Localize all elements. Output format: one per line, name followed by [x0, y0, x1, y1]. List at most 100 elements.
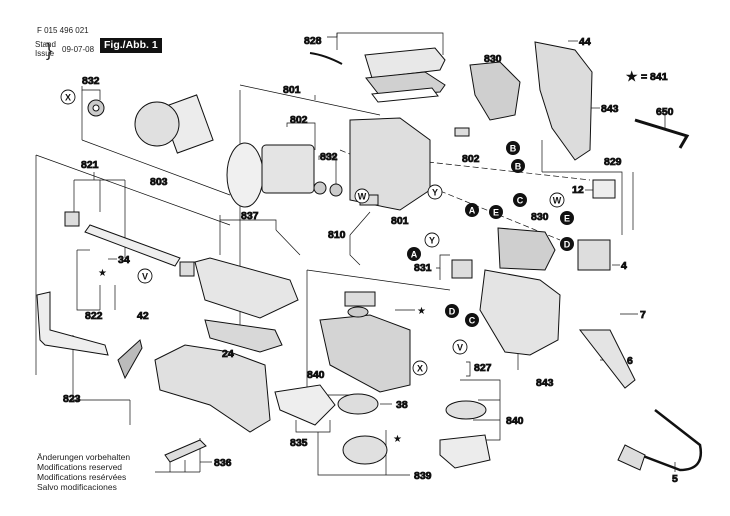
connector-b-upper: B: [506, 141, 520, 155]
callout-832: 832: [82, 75, 100, 87]
callout-42: 42: [137, 310, 149, 322]
svg-text:A: A: [411, 250, 418, 260]
connector-d-lower: D: [445, 304, 459, 318]
note-en: Modifications reserved: [37, 462, 123, 472]
svg-text:Y: Y: [429, 236, 435, 246]
guide-rod-part: [84, 224, 181, 267]
svg-text:C: C: [517, 196, 524, 206]
suppressor-part: [451, 259, 473, 279]
star-marker: ★: [417, 306, 426, 317]
callout-5: 5: [672, 473, 678, 485]
callout-829: 829: [604, 156, 622, 168]
lever-part: [117, 339, 143, 380]
connector-a-lower: A: [407, 247, 421, 261]
legend-text: = 841: [641, 71, 668, 83]
svg-text:D: D: [449, 307, 456, 317]
callout-839: 839: [414, 470, 432, 482]
lock-lever-part: [164, 439, 207, 463]
connector-v-left: V: [137, 268, 153, 284]
modification-notes: Änderungen vorbehalten Modifications res…: [37, 452, 130, 492]
callout-801: 801: [283, 84, 301, 96]
svg-text:W: W: [553, 196, 562, 206]
svg-text:C: C: [469, 316, 476, 326]
svg-text:B: B: [510, 144, 517, 154]
callout-6: 6: [627, 355, 633, 367]
note-de: Änderungen vorbehalten: [37, 452, 131, 462]
open-connectors: X X W W Y Y V V: [60, 89, 565, 376]
field-coil-part: [261, 144, 315, 194]
stand-label: Stand: [35, 40, 56, 49]
svg-text:E: E: [564, 214, 570, 224]
brace-symbol: }: [46, 40, 53, 60]
issue-label: Issue: [35, 49, 55, 58]
connector-c-upper: C: [513, 193, 527, 207]
svg-text:X: X: [417, 364, 423, 374]
gear-wheel-part: [337, 393, 379, 415]
star-marker: ★: [98, 268, 107, 279]
callout-802: 802: [462, 153, 480, 165]
part-shapes: [36, 41, 703, 472]
callout-650: 650: [656, 106, 674, 118]
hex-key-part: [634, 118, 690, 149]
back-cover-part: [534, 41, 593, 161]
callout-4: 4: [621, 260, 627, 272]
callout-828: 828: [304, 35, 322, 47]
callout-12: 12: [572, 184, 584, 196]
callout-840: 840: [307, 369, 325, 381]
callout-831: 831: [414, 262, 432, 274]
grip-cover-top-part: [469, 61, 521, 121]
callout-802: 802: [290, 114, 308, 126]
callout-44: 44: [579, 36, 591, 48]
callout-830: 830: [531, 211, 549, 223]
callout-821: 821: [81, 159, 99, 171]
connector-d-upper: D: [560, 237, 574, 251]
callout-843: 843: [536, 377, 554, 389]
connector-c-lower: C: [465, 313, 479, 327]
note-fr: Modifications resérvées: [37, 472, 127, 482]
eccentric-part: [342, 435, 388, 465]
callout-810: 810: [328, 229, 346, 241]
callout-7: 7: [640, 309, 646, 321]
connector-x-top: X: [60, 89, 76, 105]
callout-835: 835: [290, 437, 308, 449]
star-markers: ★ ★ ★: [98, 268, 426, 445]
top-cover-part: [364, 47, 446, 79]
cover-strip-part: [371, 87, 439, 103]
callout-822: 822: [85, 310, 103, 322]
gear-housing-cover-part: [194, 257, 299, 319]
cable-sleeve-part: [578, 329, 636, 389]
connector-a-upper: A: [465, 203, 479, 217]
callout-801: 801: [391, 215, 409, 227]
callout-803: 803: [150, 176, 168, 188]
connector-w-right: W: [549, 192, 565, 208]
connector-e-upper: E: [489, 205, 503, 219]
connector-b-lower: B: [511, 159, 525, 173]
issue-date: 09-07-08: [62, 45, 95, 54]
connector-y-lower: Y: [424, 232, 440, 248]
callout-labels: 828 44 830 832 801 802 832 843 650 803 8…: [63, 35, 679, 486]
callout-830: 830: [484, 53, 502, 65]
grip-insert-part: [497, 227, 556, 271]
svg-text:V: V: [457, 343, 463, 353]
callout-38: 38: [396, 399, 408, 411]
svg-text:E: E: [493, 208, 499, 218]
shoe-bracket-part: [36, 291, 109, 356]
filled-connectors: A A B B C C D D: [407, 141, 574, 327]
callout-840: 840: [506, 415, 524, 427]
svg-text:D: D: [564, 240, 571, 250]
callout-827: 827: [474, 362, 492, 374]
callout-24: 24: [222, 348, 234, 360]
plug-part: [617, 444, 646, 471]
spring-wire-part: [309, 52, 343, 65]
svg-text:W: W: [358, 192, 367, 202]
svg-text:V: V: [142, 272, 148, 282]
star-marker: ★: [393, 434, 402, 445]
callout-832: 832: [320, 151, 338, 163]
connector-e-lower: E: [560, 211, 574, 225]
capacitor-part: [592, 179, 616, 199]
star-symbol: ★: [627, 71, 637, 83]
figure-label: Fig./Abb. 1: [100, 38, 162, 53]
connector-x-bottom: X: [412, 360, 428, 376]
callout-34: 34: [118, 254, 130, 266]
callout-843: 843: [601, 103, 619, 115]
